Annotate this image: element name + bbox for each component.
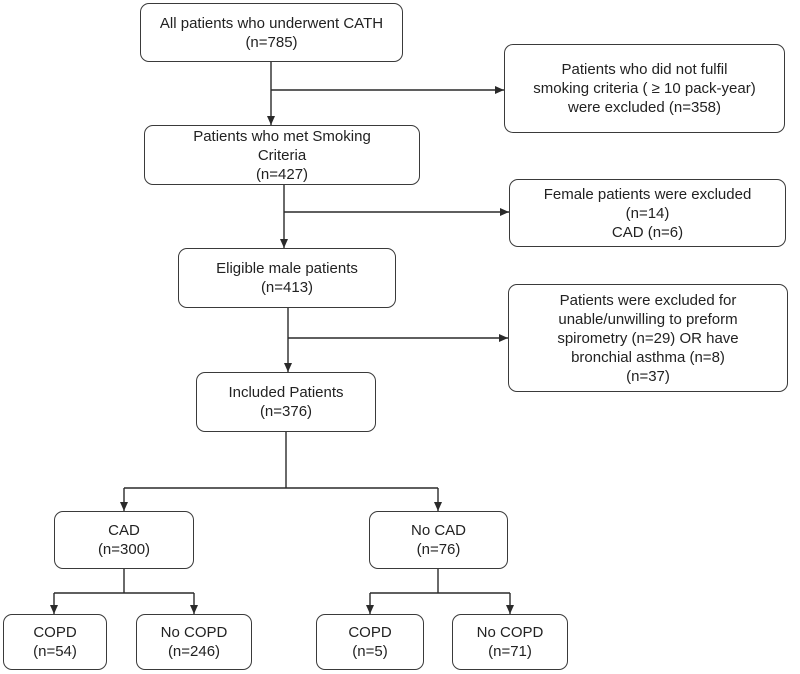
box-excluded-female: Female patients were excluded (n=14) CAD… — [509, 179, 786, 247]
box-nocad-copd-line2: (n=5) — [352, 643, 388, 660]
box-all-patients: All patients who underwent CATH (n=785) — [140, 3, 403, 62]
box-excluded-smoking-line3: were excluded (n=358) — [567, 99, 721, 116]
box-all-patients-line1: All patients who underwent CATH — [159, 14, 384, 32]
box-excluded-smoking-line2: smoking criteria ( ≥ 10 pack-year) — [533, 80, 756, 97]
box-excluded-spirometry-line2: unable/unwilling to preform — [558, 310, 738, 328]
box-excluded-female-line3: CAD (n=6) — [611, 223, 684, 241]
box-smoking-criteria-line1: Patients who met Smoking — [193, 127, 371, 145]
box-eligible-male: Eligible male patients (n=413) — [178, 248, 396, 308]
box-excluded-female-line2: (n=14) — [625, 204, 670, 222]
box-no-cad-line1: No CAD — [410, 522, 466, 539]
box-included-patients: Included Patients (n=376) — [196, 372, 376, 432]
box-cad-no-copd-line2: (n=246) — [167, 643, 221, 660]
box-smoking-criteria-line2: Criteria — [257, 146, 307, 164]
box-all-patients-line2: (n=785) — [245, 33, 298, 51]
box-excluded-spirometry-line3: spirometry (n=29) OR have — [557, 329, 739, 347]
box-excluded-spirometry-line5: (n=37) — [626, 367, 670, 385]
box-excluded-smoking: Patients who did not fulfil smoking crit… — [504, 44, 785, 133]
box-cad: CAD (n=300) — [54, 511, 194, 569]
box-nocad-no-copd: No COPD (n=71) — [452, 614, 568, 670]
box-nocad-no-copd-line1: No COPD — [476, 624, 544, 641]
box-cad-line1: CAD — [108, 522, 140, 539]
box-eligible-male-line2: (n=413) — [260, 279, 314, 296]
box-cad-copd: COPD (n=54) — [3, 614, 107, 670]
box-nocad-copd-line1: COPD — [348, 624, 392, 641]
box-smoking-criteria-line3: (n=427) — [255, 165, 309, 183]
box-cad-no-copd: No COPD (n=246) — [136, 614, 252, 670]
box-smoking-criteria: Patients who met Smoking Criteria (n=427… — [144, 125, 420, 185]
box-cad-copd-line2: (n=54) — [33, 643, 77, 660]
box-cad-copd-line1: COPD — [33, 624, 77, 641]
box-excluded-smoking-line1: Patients who did not fulfil — [561, 61, 728, 78]
box-eligible-male-line1: Eligible male patients — [216, 260, 358, 277]
box-cad-line2: (n=300) — [97, 541, 151, 558]
box-cad-no-copd-line1: No COPD — [160, 624, 228, 641]
box-included-patients-line2: (n=376) — [259, 403, 313, 420]
box-excluded-spirometry: Patients were excluded for unable/unwill… — [508, 284, 788, 392]
box-no-cad: No CAD (n=76) — [369, 511, 508, 569]
box-excluded-spirometry-line4: bronchial asthma (n=8) — [571, 348, 725, 366]
box-included-patients-line1: Included Patients — [228, 384, 344, 401]
box-excluded-spirometry-line1: Patients were excluded for — [559, 291, 737, 309]
box-excluded-female-line1: Female patients were excluded — [543, 185, 752, 203]
box-no-cad-line2: (n=76) — [416, 541, 461, 558]
box-nocad-copd: COPD (n=5) — [316, 614, 424, 670]
box-nocad-no-copd-line2: (n=71) — [488, 643, 532, 660]
